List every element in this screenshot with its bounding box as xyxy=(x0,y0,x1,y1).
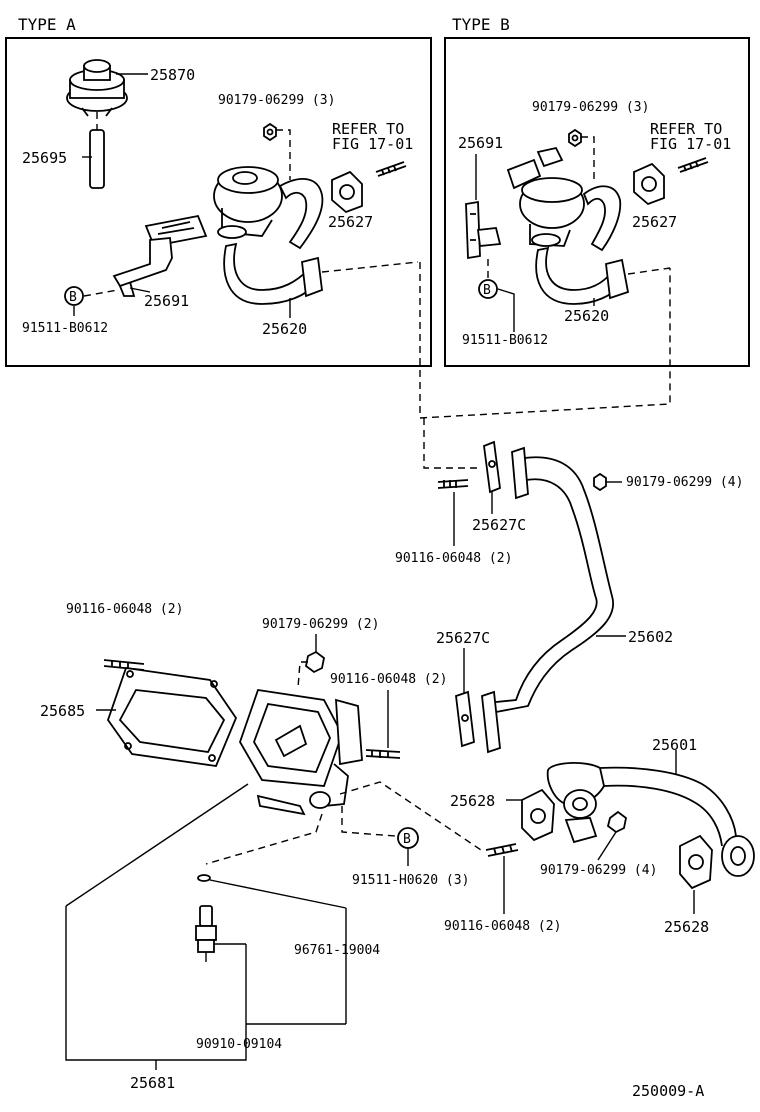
stud-mid xyxy=(365,749,401,759)
label-90179-4-top: 90179-06299 (4) xyxy=(626,475,743,490)
label-25627c-top: 25627C xyxy=(472,516,526,534)
stud-left xyxy=(103,659,145,671)
type-b-panel xyxy=(444,37,750,367)
label-25627c-mid: 25627C xyxy=(436,629,490,647)
refer-fig-a: FIG 17-01 xyxy=(332,135,413,153)
bracket-25691-b xyxy=(465,200,502,260)
stud-bot xyxy=(485,843,519,857)
heat-insulator-25685 xyxy=(106,667,238,767)
label-90179-2: 90179-06299 (2) xyxy=(262,617,379,632)
refer-to-a: REFER TO xyxy=(332,120,404,138)
stud-25627c-top xyxy=(437,479,469,489)
egr-pipe-25601 xyxy=(546,762,755,877)
nut-90179-bot xyxy=(606,810,627,834)
nut-b xyxy=(568,128,582,148)
connector-dash-2 xyxy=(423,418,480,469)
b-circle-a xyxy=(64,286,84,306)
label-91511-b: 91511-B0612 xyxy=(462,333,548,348)
exhaust-manifold xyxy=(239,688,363,816)
gasket-25628-a xyxy=(521,788,555,842)
label-90179-3-b: 90179-06299 (3) xyxy=(532,100,649,115)
b-circle-b xyxy=(478,279,498,299)
nut-a xyxy=(263,122,277,142)
label-25628-a: 25628 xyxy=(450,792,495,810)
label-90910: 90910-09104 xyxy=(196,1037,282,1052)
vacuum-modulator-a xyxy=(66,59,128,117)
stud-bolt-b xyxy=(677,157,709,173)
gasket-25627c-mid xyxy=(455,690,475,748)
label-25681: 25681 xyxy=(130,1074,175,1092)
refer-fig-b: FIG 17-01 xyxy=(650,135,731,153)
gasket-25627-b xyxy=(633,162,665,206)
bracket-25691-a xyxy=(112,214,208,297)
label-90116-bot: 90116-06048 (2) xyxy=(444,919,561,934)
gasket-ring xyxy=(197,874,211,882)
gasket-25627c-top xyxy=(483,440,501,494)
label-96761: 96761-19004 xyxy=(294,943,380,958)
gasket-25627-a xyxy=(331,170,363,214)
label-91511-h: 91511-H0620 (3) xyxy=(352,873,469,888)
dash-b-main xyxy=(341,806,397,837)
label-90116-left: 90116-06048 (2) xyxy=(66,602,183,617)
egr-pipe-25602 xyxy=(481,446,615,754)
label-25691-a: 25691 xyxy=(144,292,189,310)
label-25620-a: 25620 xyxy=(262,320,307,338)
nut-90179-2 xyxy=(305,650,325,674)
label-91511-a: 91511-B0612 xyxy=(22,321,108,336)
oxygen-sensor xyxy=(195,905,217,962)
type-b-title: TYPE B xyxy=(452,15,510,34)
type-a-panel xyxy=(5,37,432,367)
label-90179-3-a: 90179-06299 (3) xyxy=(218,93,335,108)
egr-pipe-b xyxy=(535,246,630,305)
egr-valve-b xyxy=(506,146,622,252)
label-25627-a: 25627 xyxy=(328,213,373,231)
label-25870: 25870 xyxy=(150,66,195,84)
dash-to-stud xyxy=(339,781,485,853)
egr-pipe-a xyxy=(223,242,323,305)
label-25602: 25602 xyxy=(628,628,673,646)
b-mark-a: B xyxy=(69,290,77,305)
connector-dash-1 xyxy=(419,262,671,419)
label-25601: 25601 xyxy=(652,736,697,754)
label-25620-b: 25620 xyxy=(564,307,609,325)
label-25685: 25685 xyxy=(40,702,85,720)
b-mark-b: B xyxy=(483,283,491,298)
type-a-title: TYPE A xyxy=(18,15,76,34)
label-25628-b: 25628 xyxy=(664,918,709,936)
egr-valve-a xyxy=(213,166,324,250)
gasket-25628-b xyxy=(679,834,713,890)
label-90116-top: 90116-06048 (2) xyxy=(395,551,512,566)
stud-bolt-a xyxy=(375,161,407,177)
refer-to-b: REFER TO xyxy=(650,120,722,138)
label-90116-mid: 90116-06048 (2) xyxy=(330,672,447,687)
diagram-id: 250009-A xyxy=(632,1082,704,1100)
dash-gasket-ring xyxy=(205,813,323,865)
label-25691-b: 25691 xyxy=(458,134,503,152)
nut-90179-top xyxy=(593,472,607,492)
vacuum-hose-a xyxy=(89,112,105,189)
label-25627-b: 25627 xyxy=(632,213,677,231)
label-25695: 25695 xyxy=(22,149,67,167)
label-90179-4-bot: 90179-06299 (4) xyxy=(540,863,657,878)
b-mark-main: B xyxy=(403,832,411,847)
